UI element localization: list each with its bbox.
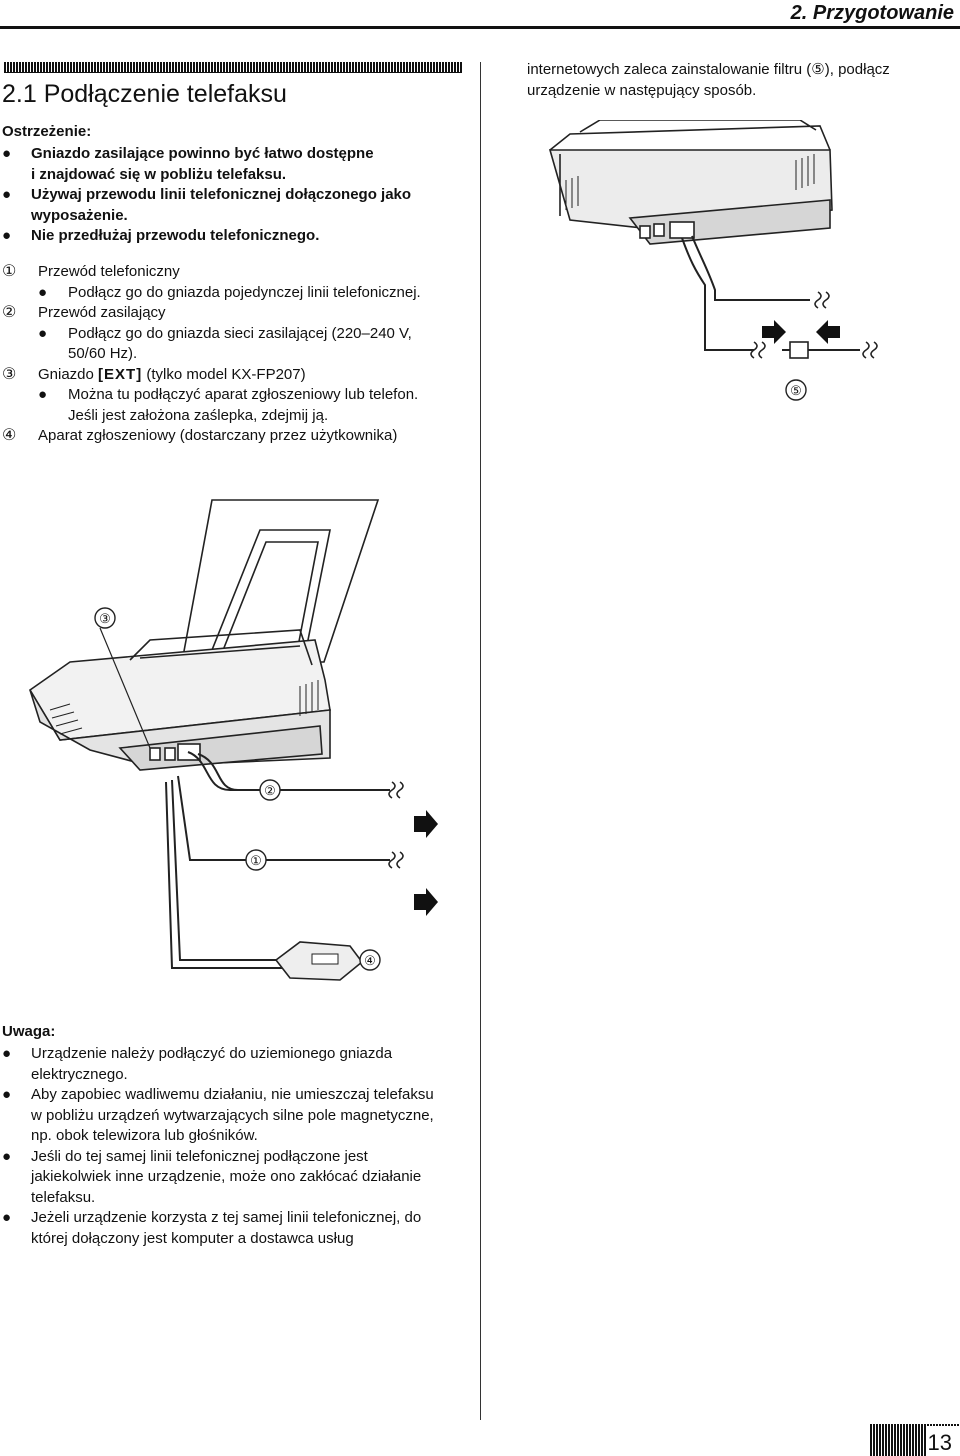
warning-line: Używaj przewodu linii telefonicznej dołą…	[31, 186, 412, 203]
page-number-box	[926, 1426, 960, 1456]
item-sub: ● Można tu podłączyć aparat zgłoszeniowy…	[38, 385, 472, 426]
bullet-icon: ●	[2, 1209, 12, 1226]
right-column-text: internetowych zaleca zainstalowanie filt…	[527, 60, 947, 101]
item-1: ① Przewód telefoniczny ● Podłącz go do g…	[2, 262, 472, 303]
note-item: ● Urządzenie należy podłączyć do uziemio…	[2, 1044, 472, 1085]
note-list: ● Urządzenie należy podłączyć do uziemio…	[2, 1044, 472, 1249]
warning-list: ● Gniazdo zasilające powinno być łatwo d…	[2, 144, 472, 247]
fax-connection-illustration: ③ ② ① ④	[28, 499, 438, 981]
note-item: ● Jeśli do tej samej linii telefonicznej…	[2, 1147, 472, 1209]
arrow-right-icon	[762, 320, 786, 344]
label-5: ⑤	[790, 383, 802, 398]
bullet-icon: ●	[2, 145, 12, 162]
item-sub-line: Jeśli jest założona zaślepka, zdejmij ją…	[68, 406, 329, 424]
item-number: ②	[2, 304, 17, 321]
note-line: Urządzenie należy podłączyć do uziemione…	[31, 1045, 393, 1062]
item-sub: ● Podłącz go do gniazda sieci zasilające…	[38, 324, 472, 365]
arrow-left-icon	[816, 320, 840, 344]
item-sub-line: 50/60 Hz).	[68, 345, 138, 362]
bullet-icon: ●	[2, 1045, 12, 1062]
label-4: ④	[364, 953, 376, 968]
paper-sheet	[181, 499, 380, 663]
item-sub: ● Podłącz go do gniazda pojedynczej lini…	[38, 283, 472, 304]
note-line: Jeśli do tej samej linii telefonicznej p…	[31, 1147, 368, 1165]
column-divider	[480, 62, 481, 1420]
bullet-icon: ●	[2, 1086, 12, 1103]
item-sub-line: Podłącz go do gniazda sieci zasilającej …	[68, 324, 412, 342]
label-3: ③	[99, 611, 111, 626]
filter-box	[789, 341, 809, 359]
warning-item: ● Gniazdo zasilające powinno być łatwo d…	[2, 144, 472, 185]
item-number: ④	[2, 427, 17, 444]
running-header: 2. Przygotowanie	[790, 2, 954, 24]
warning-item: ● Używaj przewodu linii telefonicznej do…	[2, 185, 472, 226]
note-line: elektrycznego.	[31, 1065, 128, 1083]
bullet-icon: ●	[38, 324, 48, 342]
warning-line: Gniazdo zasilające powinno być łatwo dos…	[31, 145, 374, 162]
warning-line: Nie przedłużaj przewodu telefonicznego.	[31, 227, 320, 244]
item-2: ② Przewód zasilający ● Podłącz go do gni…	[2, 303, 472, 365]
item-number: ①	[2, 263, 17, 280]
item-3: ③ Gniazdo [EXT] (tylko model KX-FP207) ●…	[2, 365, 472, 427]
note-line: Aby zapobiec wadliwemu działaniu, nie um…	[31, 1086, 434, 1103]
note-item: ● Aby zapobiec wadliwemu działaniu, nie …	[2, 1085, 472, 1147]
warning-item: ● Nie przedłużaj przewodu telefonicznego…	[2, 226, 472, 247]
item-title-pre: Gniazdo	[38, 365, 99, 383]
bullet-icon: ●	[2, 186, 12, 203]
item-title: Aparat zgłoszeniowy (dostarczany przez u…	[38, 427, 398, 444]
note-item: ● Jeżeli urządzenie korzysta z tej samej…	[2, 1208, 472, 1249]
bullet-icon: ●	[2, 227, 12, 244]
arrow-right-icon	[414, 888, 438, 916]
note-line: telefaksu.	[31, 1188, 96, 1206]
note-heading: Uwaga:	[2, 1023, 56, 1040]
item-number: ③	[2, 365, 17, 383]
note-line: jakiekolwiek inne urządzenie, może ono z…	[31, 1168, 422, 1185]
bullet-icon: ●	[38, 386, 48, 403]
ext-key-label: [EXT]	[98, 365, 143, 383]
item-title: Gniazdo [EXT] (tylko model KX-FP207)	[38, 365, 472, 386]
label-1: ①	[250, 853, 262, 868]
warning-line: i znajdować się w pobliżu telefaksu.	[31, 165, 287, 183]
item-title-post: (tylko model KX-FP207)	[142, 365, 306, 383]
filter-connection-illustration: ⑤	[548, 120, 878, 401]
page-number: 13	[927, 1430, 952, 1455]
note-line: której dołączony jest komputer a dostawc…	[31, 1229, 354, 1247]
bullet-icon: ●	[2, 1147, 12, 1165]
numbered-items: ① Przewód telefoniczny ● Podłącz go do g…	[2, 262, 472, 447]
item-sub-line: Podłącz go do gniazda pojedynczej linii …	[68, 283, 421, 301]
warning-heading: Ostrzeżenie:	[2, 123, 92, 140]
right-line: internetowych zaleca zainstalowanie filt…	[527, 61, 890, 78]
arrow-right-icon	[414, 810, 438, 838]
item-sub-line: Można tu podłączyć aparat zgłoszeniowy l…	[68, 386, 419, 403]
right-line: urządzenie w następujący sposób.	[527, 81, 757, 99]
note-line: np. obok telewizora lub głośników.	[31, 1127, 258, 1144]
section-title: 2.1 Podłączenie telefaksu	[2, 80, 287, 108]
item-4: ④ Aparat zgłoszeniowy (dostarczany przez…	[2, 426, 472, 447]
header-rule	[0, 26, 960, 29]
note-line: w pobliżu urządzeń wytwarzających silne …	[31, 1106, 434, 1124]
item-title: Przewód telefoniczny	[38, 263, 180, 280]
warning-line: wyposażenie.	[31, 206, 128, 224]
section-bar	[4, 62, 462, 73]
item-title: Przewód zasilający	[38, 304, 166, 321]
label-2: ②	[264, 783, 276, 798]
note-line: Jeżeli urządzenie korzysta z tej samej l…	[31, 1209, 422, 1226]
bullet-icon: ●	[38, 283, 48, 301]
